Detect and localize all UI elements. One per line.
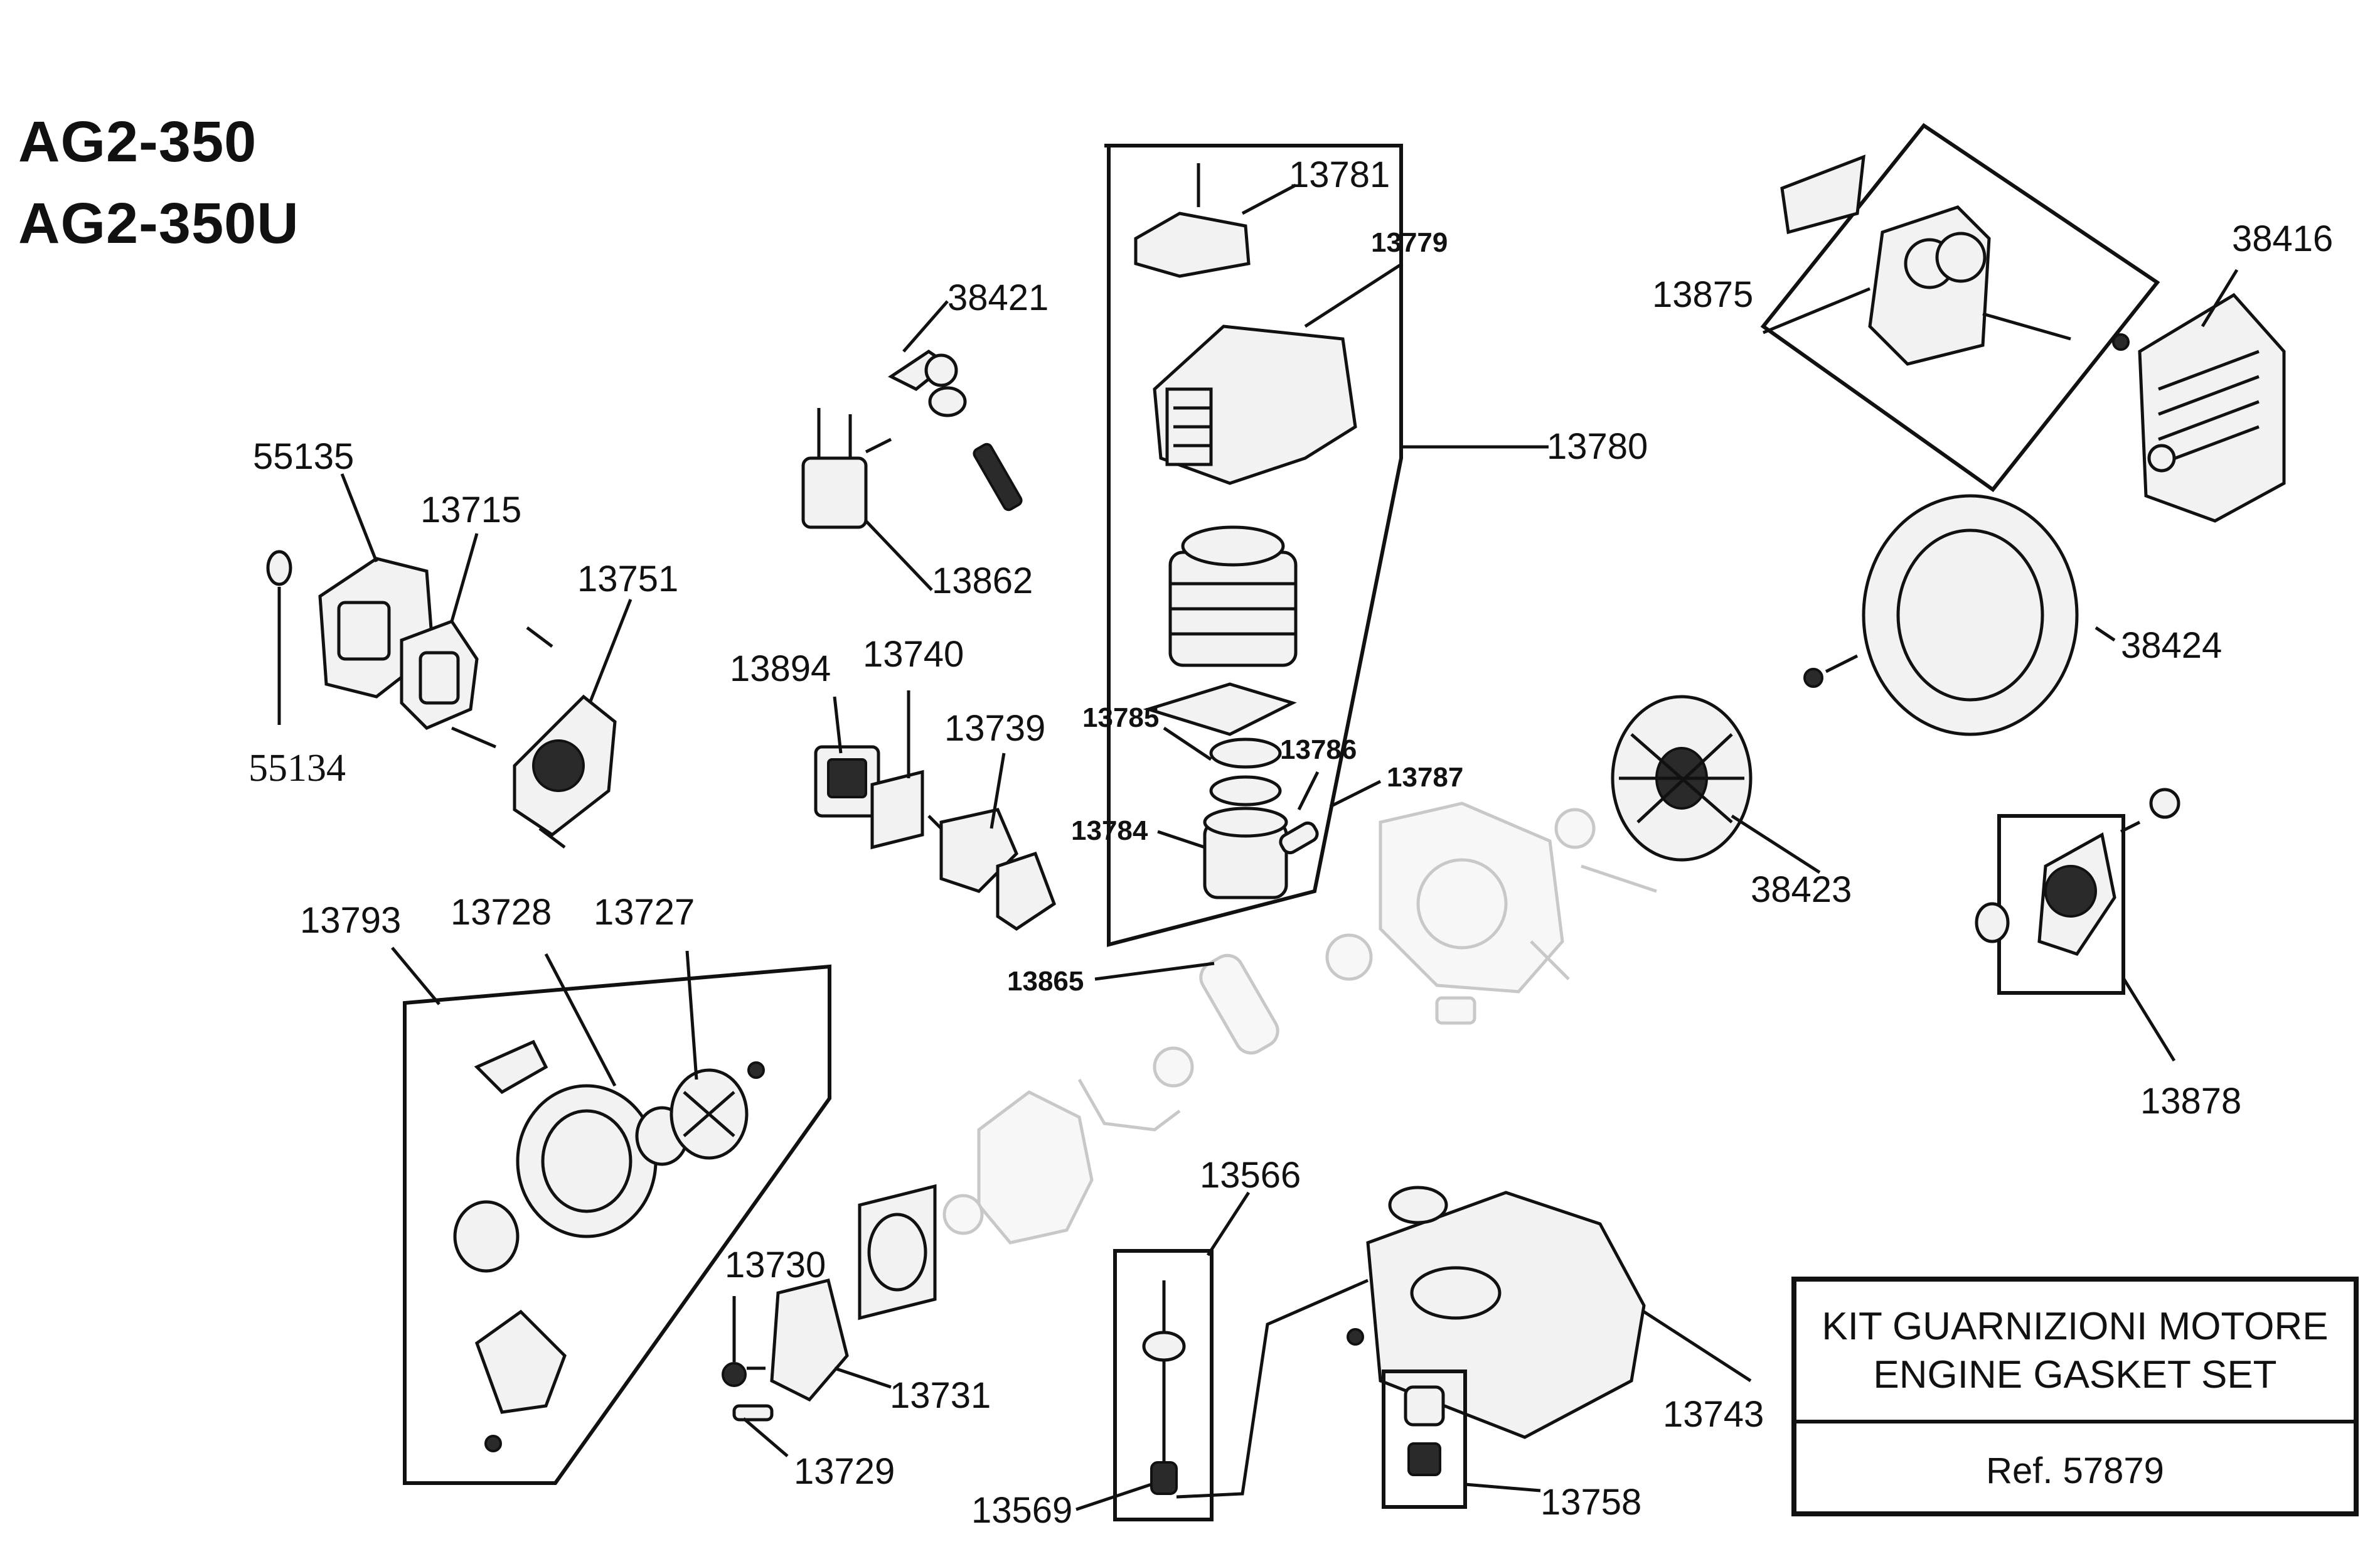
label-13862: 13862 [932, 560, 1033, 601]
fuel-tank-group [1347, 1186, 1646, 1509]
label-13758: 13758 [1540, 1482, 1641, 1523]
model-title-2: AG2-350U [18, 191, 299, 255]
label-55135: 55135 [253, 436, 354, 477]
starter-group [403, 964, 831, 1485]
label-13569: 13569 [971, 1490, 1072, 1531]
leader-lines [277, 183, 2239, 1511]
label-13779: 13779 [1371, 227, 1448, 258]
label-13865: 13865 [1007, 966, 1084, 997]
gasket-kit-box: KIT GUARNIZIONI MOTORE ENGINE GASKET SET… [1791, 1277, 2359, 1516]
label-13751: 13751 [577, 559, 678, 599]
label-13894: 13894 [730, 648, 831, 689]
kit-title-italian: KIT GUARNIZIONI MOTORE [1822, 1304, 2329, 1348]
muffler-group [1760, 122, 2286, 523]
label-13727: 13727 [594, 892, 695, 933]
label-13780: 13780 [1547, 426, 1648, 467]
label-13728: 13728 [451, 892, 552, 933]
label-13566: 13566 [1200, 1155, 1301, 1196]
flywheel-group [1611, 494, 2079, 862]
label-38416: 38416 [2232, 218, 2333, 259]
kit-reference: Ref. 57879 [1986, 1450, 2164, 1491]
label-13878: 13878 [2140, 1081, 2241, 1122]
label-13730: 13730 [725, 1245, 826, 1285]
label-13740: 13740 [863, 634, 964, 675]
label-13787: 13787 [1387, 762, 1463, 793]
label-38423: 38423 [1751, 869, 1852, 910]
label-13729: 13729 [794, 1451, 895, 1492]
carburetor-group [814, 745, 1057, 931]
ignition-group [801, 349, 1023, 529]
air-filter-group [266, 550, 617, 849]
label-13743: 13743 [1663, 1394, 1764, 1435]
label-13784: 13784 [1071, 815, 1148, 846]
cylinder-piston-group [1104, 144, 1403, 947]
label-13731: 13731 [890, 1375, 991, 1416]
label-13785: 13785 [1082, 702, 1159, 733]
fuel-pickup-group [1113, 1249, 1214, 1521]
label-55134: 55134 [248, 747, 346, 790]
clutch-group [1975, 788, 2180, 995]
label-38421: 38421 [947, 277, 1049, 318]
kit-title: KIT GUARNIZIONI MOTORE ENGINE GASKET SET [1796, 1282, 2354, 1423]
label-13739: 13739 [944, 708, 1045, 749]
label-38424: 38424 [2121, 625, 2222, 666]
label-13875: 13875 [1652, 274, 1753, 315]
crankcase-assembly-ghost [942, 801, 1657, 1245]
label-13715: 13715 [420, 490, 521, 530]
label-13786: 13786 [1280, 734, 1357, 765]
kit-title-english: ENGINE GASKET SET [1873, 1353, 2277, 1396]
gasket-primer-group [722, 1184, 937, 1422]
part-labels: 55135 13715 13751 55134 38421 13862 1378… [248, 154, 2333, 1531]
label-13793: 13793 [300, 900, 401, 941]
model-title-1: AG2-350 [18, 110, 257, 174]
label-13781: 13781 [1289, 154, 1390, 195]
